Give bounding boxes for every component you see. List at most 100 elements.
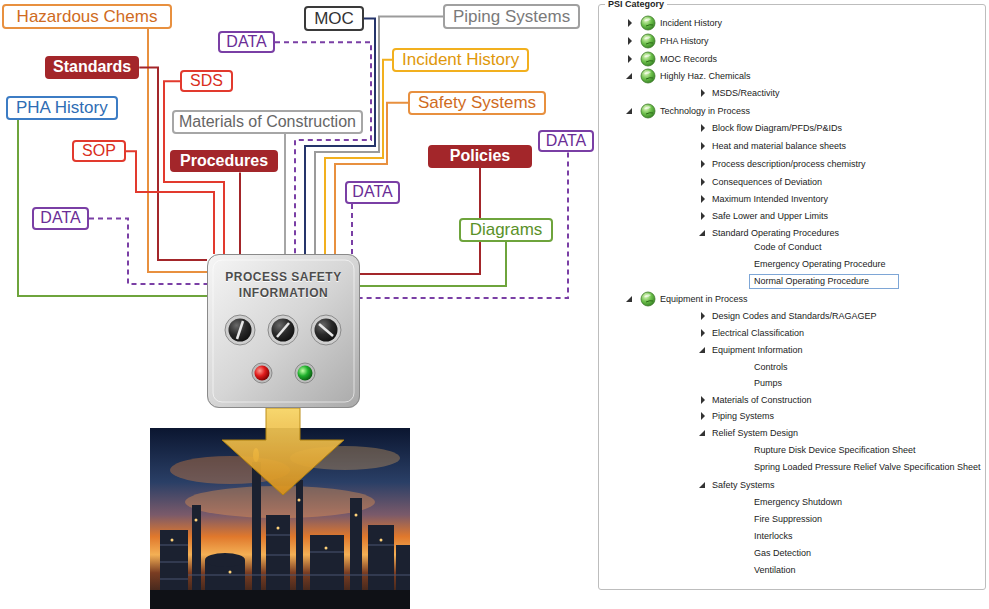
knob: [311, 315, 341, 345]
connector-line: [284, 134, 286, 254]
box-label: Materials of Construction: [179, 113, 356, 131]
box-label: Policies: [450, 147, 510, 165]
tree-item: Piping Systems: [712, 410, 774, 422]
expanded-arrow: [699, 430, 705, 436]
source-box: Materials of Construction: [172, 110, 363, 134]
connector-line: [18, 120, 207, 296]
beam: [310, 552, 344, 553]
category-icon: [641, 292, 655, 306]
beam: [266, 535, 290, 536]
legend-title: PSI Category: [605, 0, 667, 10]
source-box: Diagrams: [459, 218, 553, 242]
source-box: SDS: [180, 70, 233, 92]
source-box: PHA History: [6, 96, 118, 120]
collapsed-arrow: [701, 312, 705, 320]
collapsed-arrow: [701, 142, 705, 150]
data-box: DATA: [345, 181, 400, 204]
lamp-bezel: [295, 363, 315, 383]
data-box: DATA: [218, 31, 275, 53]
collapsed-arrow: [701, 412, 705, 420]
knob: [225, 315, 255, 345]
connector-line: [239, 172, 241, 254]
expanded-arrow: [699, 347, 705, 353]
light: [229, 571, 232, 574]
plant-lights: [171, 499, 383, 574]
box-label: MOC: [314, 9, 354, 29]
tree-item: Design Codes and Standards/RAGAGEP: [712, 310, 877, 322]
knob-slot: [319, 324, 333, 336]
box-label: Safety Systems: [418, 93, 536, 113]
box-label: DATA: [40, 209, 80, 227]
down-arrow: [222, 408, 344, 495]
tree-item: Safe Lower and Upper Limits: [712, 210, 828, 222]
tree-item: Standard Operating Procedures: [712, 227, 839, 239]
source-box: MOC: [304, 6, 364, 31]
knob-ring: [225, 315, 255, 345]
tree-item: Technology in Process: [660, 105, 750, 117]
expanded-arrow: [626, 296, 632, 302]
category-icon: [641, 69, 655, 83]
stack: [252, 462, 261, 609]
collapsed-arrow: [701, 329, 705, 337]
tree-item: Equipment Information: [712, 344, 803, 356]
box-label: Hazardous Chems: [17, 7, 158, 27]
beam: [368, 545, 394, 546]
source-box: Standards: [45, 56, 139, 79]
tree-item: Gas Detection: [754, 547, 811, 559]
box-label: SDS: [190, 72, 223, 90]
tree-item: Interlocks: [754, 530, 793, 542]
knob-ring: [268, 315, 298, 345]
expanded-arrow: [626, 73, 632, 79]
source-box: Procedures: [170, 150, 278, 172]
box-label: DATA: [546, 132, 586, 150]
beam: [266, 555, 290, 556]
light: [380, 539, 383, 542]
control-panel: PROCESS SAFETY INFORMATION: [207, 254, 360, 408]
tree-item: Block flow Diagram/PFDs/P&IDs: [712, 122, 842, 134]
category-icon: [641, 104, 655, 118]
ground: [150, 590, 410, 609]
panel-title: PROCESS SAFETY INFORMATION: [220, 269, 348, 301]
pipe: [188, 575, 410, 576]
collapsed-arrow: [701, 396, 705, 404]
light: [277, 527, 280, 530]
box-label: Piping Systems: [453, 7, 570, 27]
collapsed-arrow: [628, 19, 632, 27]
box-label: DATA: [226, 33, 266, 51]
data-box: DATA: [538, 130, 594, 152]
collapsed-arrow: [701, 160, 705, 168]
tree-item: Fire Suppression: [754, 513, 822, 525]
tree-item: PHA History: [660, 35, 709, 47]
collapsed-arrow: [701, 89, 705, 97]
tree-item: Emergency Shutdown: [754, 496, 842, 508]
tree-item: MOC Records: [660, 53, 717, 65]
box-label: SOP: [82, 142, 116, 160]
red-lamp: [255, 366, 270, 381]
tree-item: Maximum Intended Inventory: [712, 193, 828, 205]
collapsed-arrow: [628, 55, 632, 63]
tree-item: Controls: [754, 361, 788, 373]
light: [325, 547, 328, 550]
box-label: PHA History: [16, 98, 108, 118]
lamp-bezel: [252, 363, 272, 383]
panel-face: [207, 254, 360, 408]
knob-slot: [237, 321, 243, 339]
knob-cap: [315, 319, 338, 342]
tree-item: Safety Systems: [712, 479, 775, 491]
tree-item: Materials of Construction: [712, 394, 812, 406]
tree-item: MSDS/Reactivity: [712, 87, 780, 99]
connector-line: [275, 42, 371, 254]
control-panel-face: [207, 254, 360, 408]
tree-item: Normal Operating Procedure: [754, 275, 869, 288]
tree-item: Electrical Classification: [712, 327, 804, 339]
beam: [160, 562, 188, 563]
tree-item: Ventilation: [754, 564, 796, 576]
tree-item: Spring Loaded Pressure Relief Valve Spec…: [754, 461, 980, 473]
green-lamp: [298, 366, 313, 381]
tree-icons: [626, 16, 705, 488]
beam: [160, 545, 188, 546]
tree-item: Pumps: [754, 377, 782, 389]
connector-line: [360, 152, 568, 298]
